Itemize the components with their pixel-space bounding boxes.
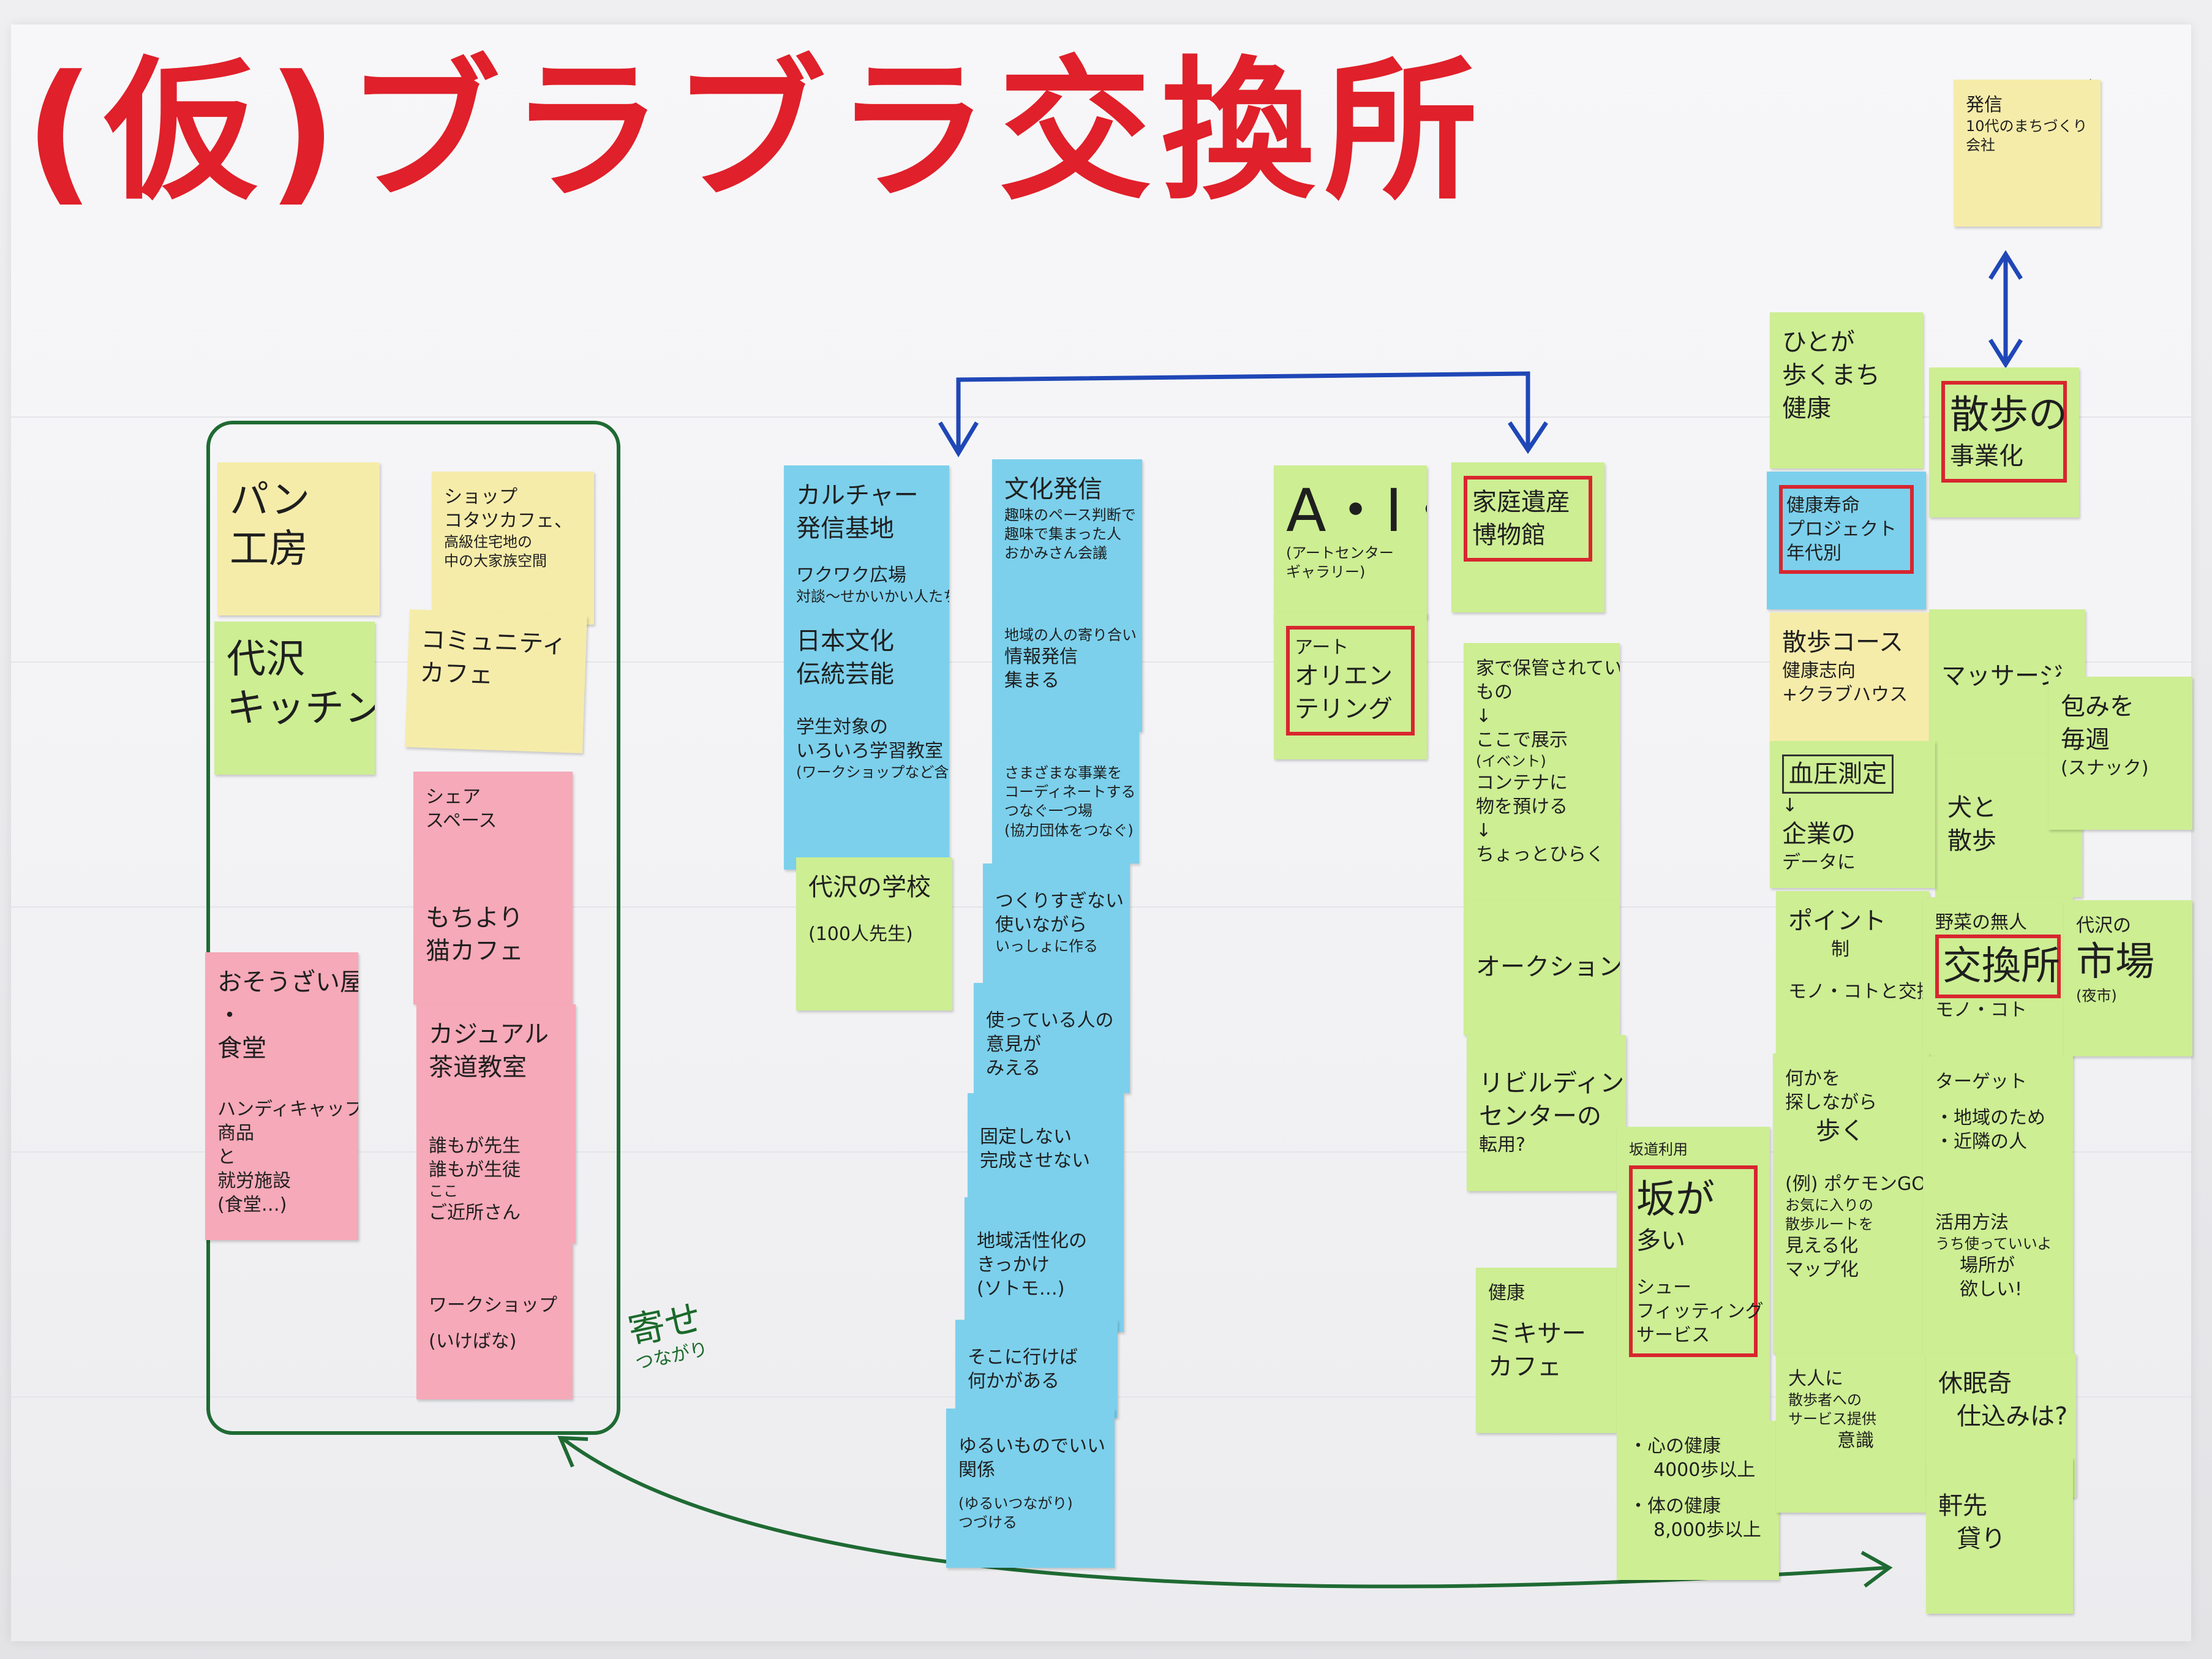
note-hokan: 家で保管されている もの ↓ ここで展示 (イベント) コンテナに 物を預ける … xyxy=(1464,643,1620,900)
note-sagashi: 何かを 探しながら 歩く (例) ポケモンGO お気に入りの 散歩ルートを 見え… xyxy=(1773,1053,1929,1353)
note-air: A・I・R (アートセンター ギャラリー) xyxy=(1274,465,1427,619)
note-daizawa-school: 代沢の学校 (100人先生) xyxy=(796,857,952,1010)
note-tsukuri-sugi: つくりすぎない 使いながら いっしょに作る xyxy=(983,863,1130,983)
red-box: 坂が 多い シュー フィッティング サービス xyxy=(1629,1165,1764,1358)
red-box: 交換所 xyxy=(1935,935,2061,998)
note-sanpo-course: 散歩コース 健康志向 +クラブハウス xyxy=(1770,612,1932,756)
blue-arrowhead-up xyxy=(1988,250,2023,280)
red-box: 家庭遺産 博物館 xyxy=(1464,476,1592,562)
note-coordinate: さまざまな事業を コーディネートする つなぐ一つ場 (協力団体をつなぐ) xyxy=(992,732,1139,863)
green-arrowhead-left xyxy=(557,1435,589,1468)
note-kotei: 固定しない 完成させない xyxy=(968,1093,1124,1197)
red-box: アート オリエン テリング xyxy=(1286,626,1415,735)
note-tsutsumi: 包みを 毎週 (スナック) xyxy=(2048,677,2192,830)
ruled-line xyxy=(11,416,2191,418)
note-kokoro-kenkou: ・心の健康 4000歩以上 ・体の健康 8,000歩以上 xyxy=(1617,1421,1779,1580)
green-arrowhead-right xyxy=(1860,1551,1893,1588)
board-title: (仮)ブラブラ交換所 xyxy=(24,42,1488,220)
note-soko-ni-ikeba: そこに行けば 何かがある xyxy=(955,1320,1118,1418)
red-box: 散歩の 事業化 xyxy=(1941,381,2067,483)
note-chiiki-yoriai: 地域の人の寄り合い 情報発信 集まる xyxy=(992,600,1142,732)
note-saka: 坂道利用 坂が 多い シュー フィッティング サービス xyxy=(1617,1127,1770,1421)
note-daizawa-kitchen: 代沢 キッチン xyxy=(214,622,375,775)
note-tsukau-hito: 使っている人の 意見が みえる xyxy=(974,983,1130,1093)
note-hasshin: 発信 10代のまちづくり 会社 xyxy=(1954,80,2101,227)
blue-arrowhead-left xyxy=(938,421,979,457)
note-ichiba: 代沢の 市場 (夜市) xyxy=(2064,900,2192,1056)
note-target: ターゲット ・地域のため ・近隣の人 xyxy=(1923,1056,2073,1197)
blue-arrowhead-down xyxy=(1988,339,2023,369)
note-workshop: ワークショップ (いけばな) xyxy=(416,1243,573,1399)
note-shop: ショップ コタツカフェ、 高級住宅地の 中の大家族空間 xyxy=(432,472,594,625)
note-share-space: シェア スペース xyxy=(413,772,573,888)
note-tansaku: 地域活性化の きっかけ (ソトモ…) xyxy=(965,1197,1124,1332)
green-frame xyxy=(206,421,620,1435)
note-kenkou-mixer: 健康 ミキサー カフェ xyxy=(1476,1268,1617,1433)
note-point: ポイント 制 モノ・コトと交換 xyxy=(1776,891,1929,1059)
note-yasai: 野菜の無人 交換所 モノ・コト xyxy=(1923,897,2073,1056)
note-auction: オークション! xyxy=(1464,900,1620,1035)
note-community-cafe: コミュニティ カフェ xyxy=(405,609,587,753)
note-culture-base: カルチャー 発信基地 ワクワク広場 対談〜せかいかい人たち 日本文化 伝統芸能 … xyxy=(784,465,949,870)
note-mochiyori: もちより 猫カフェ xyxy=(413,888,573,1004)
note-kenkou-jumyou: 健康寿命 プロジェクト 年代別 xyxy=(1767,472,1926,609)
note-katsuyou: 活用方法 うち使っていいよ 場所が 欲しい! xyxy=(1923,1197,2073,1356)
note-ketsuatsu: 血圧測定 ↓ 企業の データに xyxy=(1770,741,1935,888)
blue-arrowhead-right xyxy=(1508,421,1548,454)
note-casual-sado: カジュアル 茶道教室 xyxy=(416,1004,576,1121)
note-bunka-hasshin: 文化発信 趣味のペース判断で 趣味で集まった人 おかみさん会議 xyxy=(992,459,1142,600)
note-rebuilding: リビルディング センターの 転用? xyxy=(1467,1035,1626,1191)
note-dare-sensei: 誰もが先生 誰もが生徒 ここ ご近所さん xyxy=(416,1121,576,1243)
note-otona: 大人に 散歩者への サービス提供 意識 xyxy=(1776,1353,1926,1513)
note-art-orienteering: アート オリエン テリング xyxy=(1274,612,1427,759)
note-sanpo-jigyou: 散歩の 事業化 xyxy=(1929,367,2079,517)
note-nokisaki: 軒先 貸り xyxy=(1926,1458,2073,1614)
note-pan-koubou: パン 工房 xyxy=(217,462,380,615)
note-osouzai: おそうざい屋 ・ 食堂 xyxy=(205,952,358,1084)
note-handicap: ハンディキャップ 商品 と 就労施設 (食堂…) xyxy=(205,1084,358,1240)
note-katei-isan: 家庭遺産 博物館 xyxy=(1451,462,1604,612)
red-box: 健康寿命 プロジェクト 年代別 xyxy=(1779,485,1914,574)
blue-bracket xyxy=(956,371,1530,453)
note-yuruku: ゆるいものでいい 関係 (ゆるいつながり) つづける xyxy=(946,1409,1115,1568)
note-hito-ga: ひとが 歩くまち 健康 xyxy=(1770,312,1923,468)
green-curved-arrow xyxy=(562,1437,1887,1589)
